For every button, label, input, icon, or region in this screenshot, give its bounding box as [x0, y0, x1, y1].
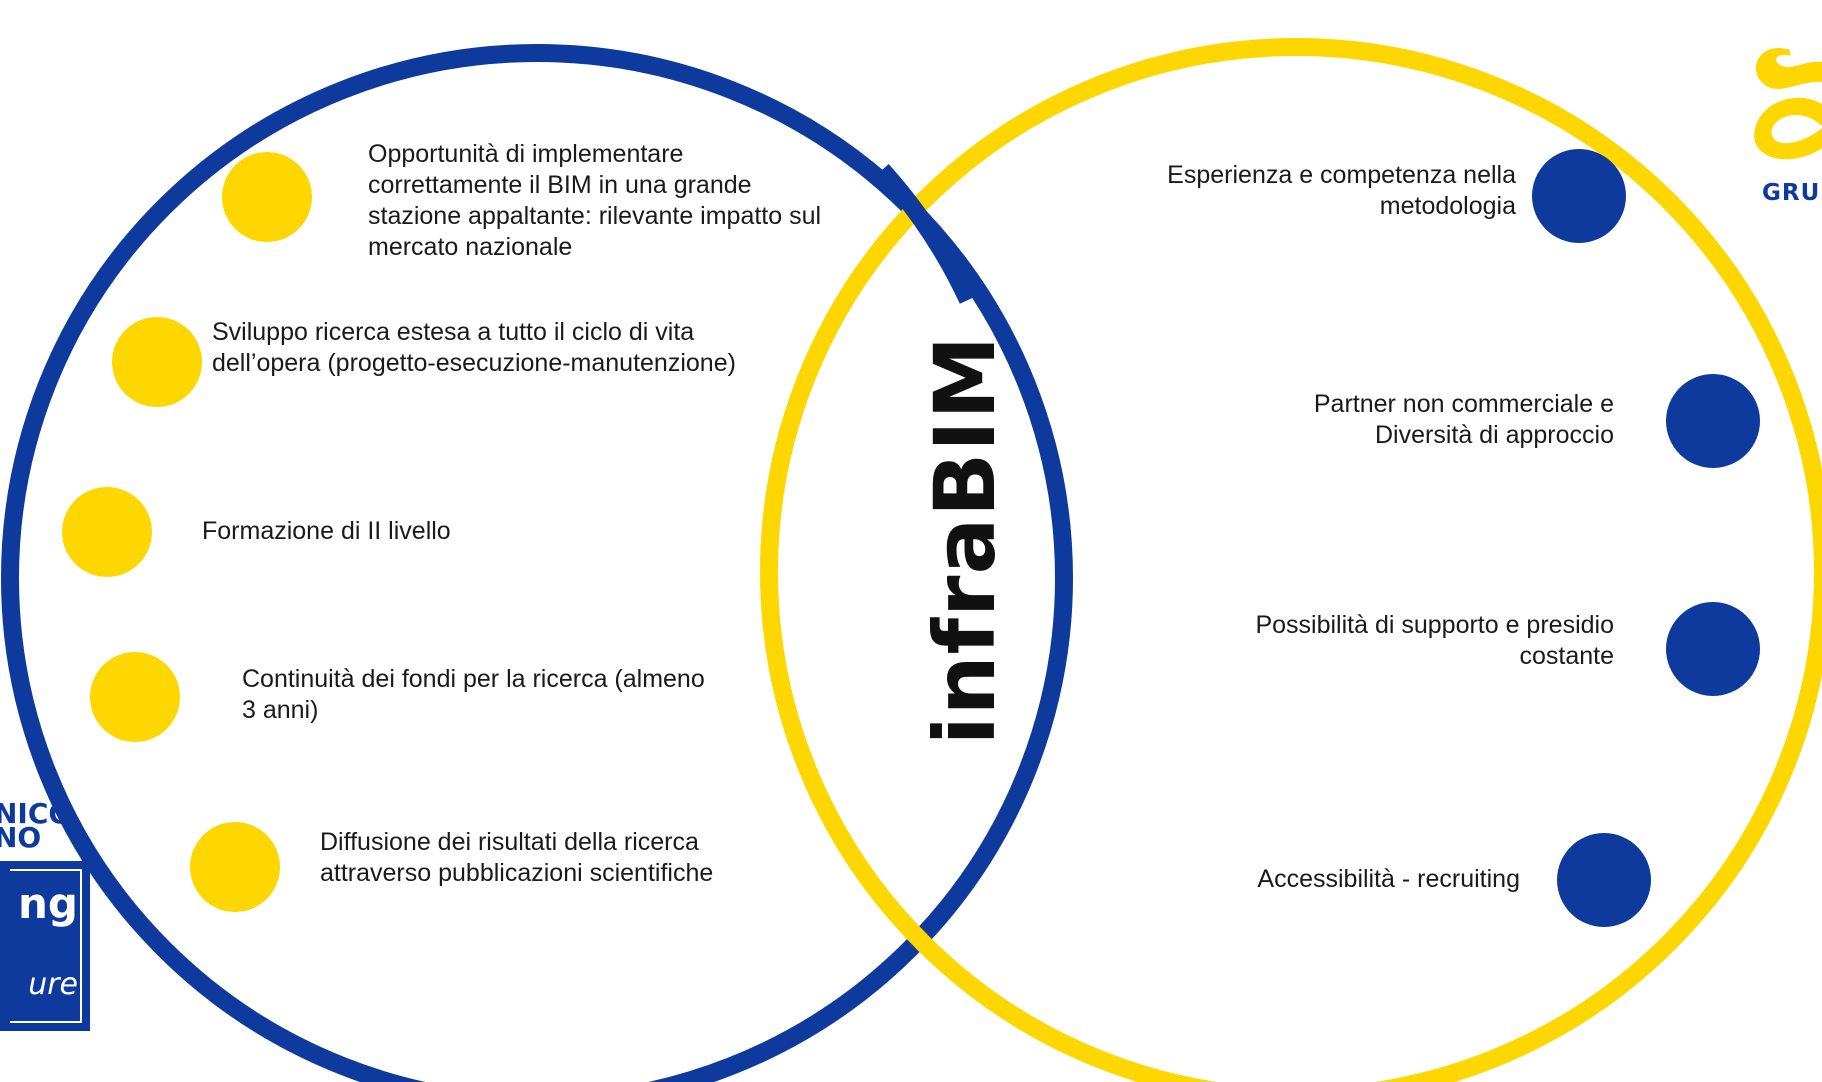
right-item-2: Partner non commerciale e Diversità di a… [1313, 390, 1614, 449]
polimi-logo-text: NICO NO [0, 797, 73, 854]
left-item-4: Continuità dei fondi per la ricerca (alm… [242, 665, 705, 724]
left-item-3: Formazione di II livello [202, 517, 451, 545]
right-blue-dot [1666, 374, 1760, 468]
center-title: infraBIM [916, 334, 1014, 746]
right-blue-dot [1532, 149, 1626, 243]
right-item-3: Possibilità di supporto e presidio costa… [1255, 611, 1614, 670]
right-blue-dot [1666, 602, 1760, 696]
polimi-logo-ure: ure [28, 967, 78, 1002]
polimi-logo: NICO NO [0, 797, 73, 854]
left-item-1: Opportunità di implementare correttament… [368, 140, 822, 261]
left-yellow-dot [112, 317, 202, 407]
left-circle [1, 44, 1073, 1082]
left-item-2: Sviluppo ricerca estesa a tutto il ciclo… [212, 318, 736, 377]
right-blue-dot [1557, 833, 1651, 927]
gruppo-swirl-logo [1754, 48, 1822, 160]
left-item-5: Diffusione dei risultati della ricerca a… [320, 828, 714, 887]
right-item-1: Esperienza e competenza nella metodologi… [1167, 161, 1516, 220]
right-item-4: Accessibilità - recruiting [1257, 865, 1520, 893]
right-circle [760, 38, 1822, 1082]
gruppo-logo-text: GRU [1762, 180, 1821, 206]
left-yellow-dot [190, 822, 280, 912]
polimi-logo-box: ng ure [0, 861, 90, 1031]
left-yellow-dot [90, 652, 180, 742]
left-circle-overlay-arc [875, 163, 977, 304]
polimi-logo-ing: ng [18, 879, 78, 928]
polimi-logo-frame [10, 869, 82, 1023]
left-yellow-dot [222, 152, 312, 242]
left-yellow-dot [62, 487, 152, 577]
